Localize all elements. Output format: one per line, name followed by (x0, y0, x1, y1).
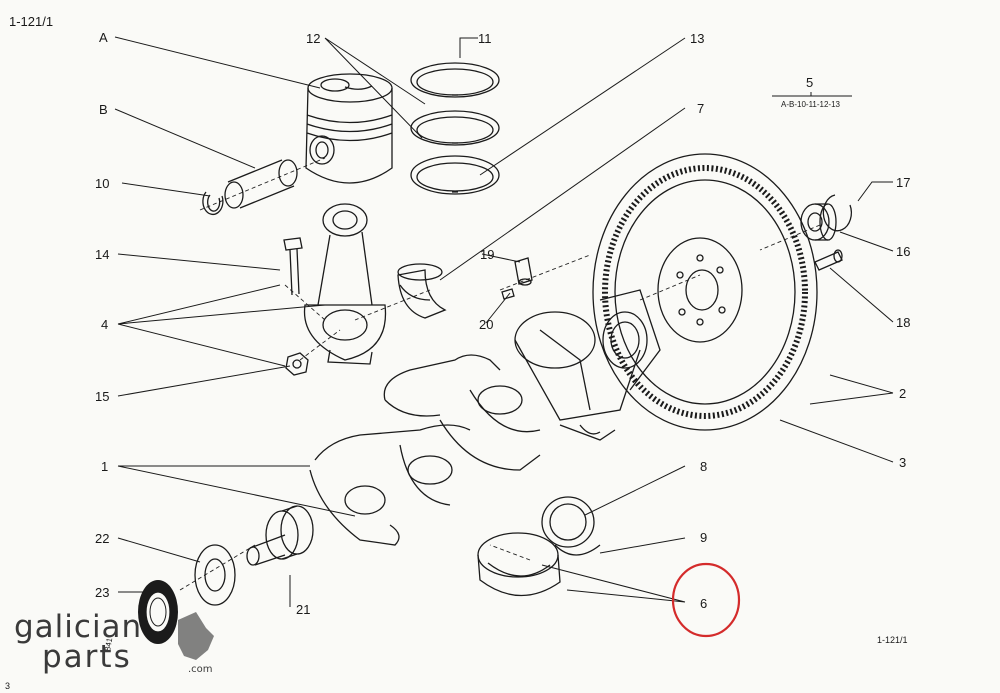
callout-2: 2 (899, 386, 907, 401)
callout-18: 18 (896, 315, 911, 330)
watermark-line2: parts (42, 639, 132, 675)
galicia-map-icon (178, 612, 214, 660)
callout-1: 1 (101, 459, 109, 474)
callout-20: 20 (479, 317, 494, 332)
callout-16: 16 (896, 244, 911, 259)
flywheel (592, 153, 818, 431)
main-bearing-shells (477, 532, 561, 597)
piston (305, 73, 393, 184)
callout-14: 14 (95, 247, 110, 262)
crankshaft (309, 289, 661, 546)
callout-23: 23 (95, 585, 110, 600)
connecting-rod (303, 203, 387, 365)
snap-ring (822, 194, 852, 232)
pilot-bearing (800, 203, 837, 241)
assembly-axes (179, 157, 821, 591)
piston-rings (410, 62, 500, 195)
piston-pin (224, 159, 298, 209)
flywheel-bolt (814, 249, 843, 271)
callout-13: 13 (690, 31, 705, 46)
sheet-number: 3 (5, 681, 11, 691)
drawing-code-bottom: 1-121/1 (877, 635, 908, 645)
circlip (202, 191, 224, 216)
callout-6: 6 (700, 596, 708, 611)
group-note-number: 5 (806, 75, 814, 90)
callout-A: A (99, 30, 108, 45)
callout-10: 10 (95, 176, 110, 191)
dowel-and-pin (501, 257, 533, 300)
rear-seal (138, 580, 178, 644)
callout-17: 17 (896, 175, 911, 190)
callout-21: 21 (296, 602, 311, 617)
rod-bolt (283, 237, 303, 296)
callout-3: 3 (899, 455, 907, 470)
callout-12: 12 (306, 31, 321, 46)
watermark-tld: .com (188, 664, 213, 675)
callout-19: 19 (480, 247, 495, 262)
rod-nut (285, 352, 309, 376)
callout-8: 8 (700, 459, 708, 474)
callout-4: 4 (101, 317, 109, 332)
leader-lines (114, 36, 894, 607)
drawing-code-top: 1-121/1 (9, 14, 54, 29)
watermark-line1: galician (14, 609, 143, 645)
highlight-circle (671, 562, 741, 638)
callout-11: 11 (478, 31, 492, 46)
crank-gear (246, 505, 314, 566)
thrust-washers (541, 496, 601, 556)
callout-22: 22 (95, 531, 110, 546)
callout-15: 15 (95, 389, 110, 404)
watermark-logo: galician parts .com (14, 609, 213, 676)
thrust-washer-front (194, 544, 236, 606)
group-note-members: A-B-10-11-12-13 (781, 100, 840, 109)
callout-7: 7 (697, 101, 705, 116)
callout-9: 9 (700, 530, 708, 545)
rod-bearing-shells (397, 263, 447, 319)
callout-B: B (99, 102, 108, 117)
group-note-bracket (772, 92, 852, 97)
